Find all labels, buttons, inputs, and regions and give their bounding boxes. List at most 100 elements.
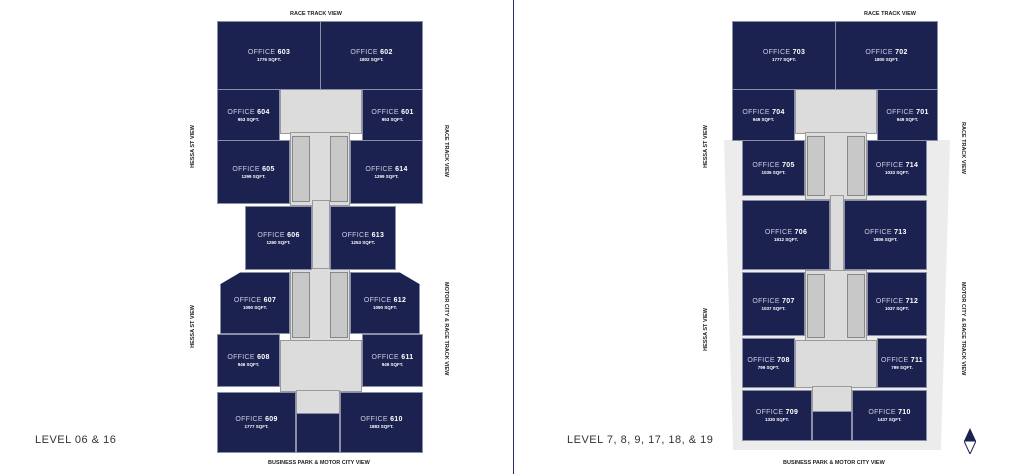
office-name: OFFICE 604: [227, 108, 270, 116]
office-name: OFFICE 611: [371, 354, 414, 361]
office-name: OFFICE 711: [881, 356, 923, 364]
office-size: 1330 SQFT.: [764, 417, 789, 422]
office-name: OFFICE 713: [864, 228, 907, 236]
central-corridor: [830, 195, 844, 277]
office-size: 1033 SQFT.: [884, 169, 909, 175]
lower-core: [280, 340, 362, 392]
office-name: OFFICE 602: [350, 49, 393, 56]
elevator-bank: [330, 272, 348, 338]
office-name: OFFICE 612: [363, 296, 407, 304]
office-name: OFFICE 706: [764, 228, 808, 236]
office-name: OFFICE 703: [762, 49, 806, 56]
view-label-left-upper: HESSA ST VIEW: [190, 125, 196, 168]
office-name: OFFICE 707: [752, 297, 795, 305]
view-label-top: RACE TRACK VIEW: [864, 11, 916, 17]
office-name: OFFICE 605: [232, 165, 275, 173]
office-name: OFFICE 709: [755, 409, 799, 416]
office-name: OFFICE 607: [233, 296, 277, 304]
elevator-bank: [807, 274, 825, 338]
office-size: 949 SQFT.: [752, 116, 775, 122]
office-size: 1090 SQFT.: [372, 304, 397, 310]
office-size: 1260 SQFT.: [266, 239, 291, 245]
office-name: OFFICE 710: [868, 409, 911, 416]
office-name: OFFICE 608: [227, 354, 270, 361]
office-size: 1037 SQFT.: [884, 305, 909, 311]
office-size: 1777 SQFT.: [771, 57, 796, 62]
office-name: OFFICE 712: [875, 297, 919, 305]
office-name: OFFICE 705: [752, 161, 795, 169]
elevator-bank: [807, 136, 825, 196]
office-name: OFFICE 701: [886, 108, 929, 116]
north-arrow-icon: [963, 428, 977, 459]
elevator-bank: [292, 136, 310, 202]
view-label-right-upper: RACE TRACK VIEW: [960, 122, 966, 174]
office-name: OFFICE 610: [360, 416, 403, 423]
level-title: LEVEL 06 & 16: [35, 434, 117, 446]
view-label-left-lower: HESSA ST VIEW: [190, 305, 196, 348]
office-size: 1035 SQFT.: [761, 169, 786, 175]
office-size: 1883 SQFT.: [369, 424, 394, 429]
view-label-right-upper: RACE TRACK VIEW: [443, 125, 449, 177]
office-609-610-partition: [296, 413, 340, 453]
office-size: 949 SQFT.: [896, 116, 919, 122]
office-size: 953 SQFT.: [381, 116, 404, 122]
office-size: 1299 SQFT.: [374, 173, 399, 179]
office-size: 1253 SQFT.: [350, 239, 375, 245]
office-size: 1777 SQFT.: [244, 424, 269, 429]
office-size: 799 SQFT.: [757, 364, 780, 370]
office-name: OFFICE 606: [257, 231, 300, 239]
office-size: 1776 SQFT.: [256, 57, 281, 62]
office-size: 1437 SQFT.: [877, 417, 902, 422]
view-label-top: RACE TRACK VIEW: [290, 11, 342, 17]
elevator-bank: [847, 274, 865, 338]
central-corridor: [312, 200, 330, 276]
office-size: 946 SQFT.: [237, 362, 260, 367]
view-label-right-lower: MOTOR CITY & RACE TRACK VIEW: [443, 282, 449, 376]
office-size: 1800 SQFT.: [874, 57, 899, 62]
view-label-left-upper: HESSA ST VIEW: [703, 125, 709, 168]
office-name: OFFICE 609: [235, 416, 278, 423]
office-size: 949 SQFT.: [381, 362, 404, 367]
office-size: 1812 SQFT.: [773, 236, 798, 242]
lower-stair: [296, 390, 340, 414]
level-title: LEVEL 7, 8, 9, 17, 18, & 19: [567, 434, 714, 446]
office-name: OFFICE 702: [865, 49, 908, 56]
office-size: 953 SQFT.: [237, 116, 260, 122]
office-size: 1299 SQFT.: [241, 173, 266, 179]
office-name: OFFICE 603: [247, 49, 291, 56]
office-size: 1037 SQFT.: [761, 305, 786, 311]
office-name: OFFICE 708: [747, 356, 790, 364]
office-size: 1090 SQFT.: [242, 304, 267, 310]
office-name: OFFICE 704: [742, 108, 785, 116]
office-name: OFFICE 601: [371, 108, 414, 116]
elevator-bank: [292, 272, 310, 338]
